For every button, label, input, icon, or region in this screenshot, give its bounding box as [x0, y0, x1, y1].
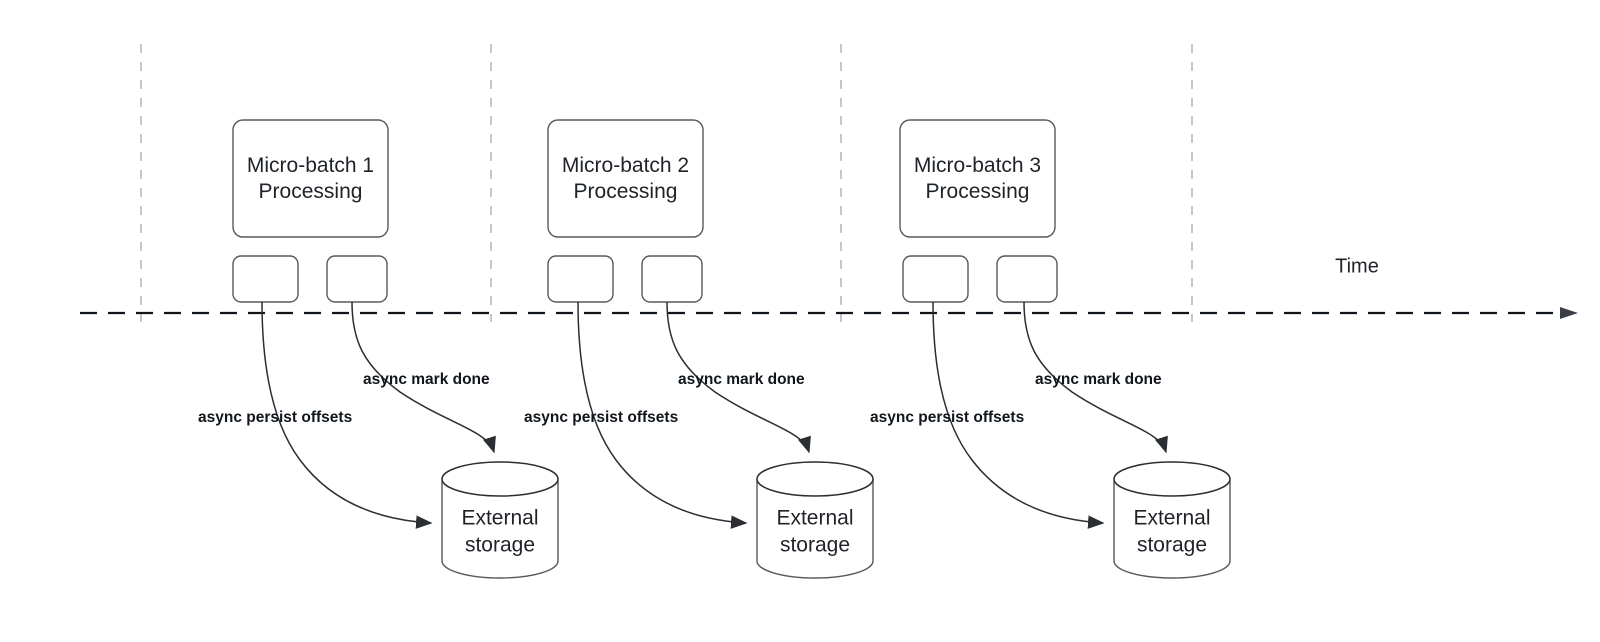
micro-batch-node-2[interactable]: Micro-batch 2 Processing [547, 119, 704, 238]
task-box-2b[interactable] [641, 255, 703, 303]
micro-batch-label-line1-2: Micro-batch 2 [562, 154, 689, 177]
external-storage-node-2[interactable]: External storage [756, 461, 874, 579]
storage-cylinder-body-2 [756, 478, 874, 579]
time-axis-label: Time [1335, 255, 1379, 277]
async-persist-offsets-edge-2 [577, 301, 748, 529]
micro-batch-node-1[interactable]: Micro-batch 1 Processing [232, 119, 389, 238]
task-box-3a[interactable] [902, 255, 969, 303]
time-axis [80, 307, 1578, 319]
async-persist-offsets-edge-1 [261, 301, 433, 529]
storage-label-line1-1: External [461, 507, 538, 530]
async-persist-offsets-label-1: async persist offsets [198, 409, 352, 426]
micro-batch-node-3[interactable]: Micro-batch 3 Processing [899, 119, 1056, 238]
storage-cylinder-body-3 [1113, 478, 1231, 579]
async-mark-done-label-3: async mark done [1035, 371, 1162, 388]
async-mark-done-edge-2 [666, 301, 811, 454]
storage-label-line1-2: External [776, 507, 853, 530]
storage-label-line2-1: storage [465, 534, 535, 557]
async-mark-done-edge-3 [1023, 301, 1168, 454]
micro-batch-label-line1-3: Micro-batch 3 [914, 154, 1041, 177]
micro-batch-label-line2-3: Processing [926, 180, 1030, 203]
micro-batch-box-2[interactable] [547, 119, 704, 238]
async-mark-done-label-1: async mark done [363, 371, 490, 388]
async-persist-offsets-edge-3 [932, 301, 1105, 529]
external-storage-node-3[interactable]: External storage [1113, 461, 1231, 579]
storage-label-line1-3: External [1133, 507, 1210, 530]
task-box-2a[interactable] [547, 255, 614, 303]
external-storage-node-1[interactable]: External storage [441, 461, 559, 579]
task-box-1b[interactable] [326, 255, 388, 303]
async-mark-done-edge-1 [351, 301, 496, 454]
storage-cylinder-top-3 [1113, 461, 1231, 497]
time-axis-arrow-icon [1560, 307, 1578, 319]
storage-label-line2-2: storage [780, 534, 850, 557]
micro-batch-box-3[interactable] [899, 119, 1056, 238]
storage-cylinder-body-1 [441, 478, 559, 579]
storage-cylinder-top-2 [756, 461, 874, 497]
micro-batch-box-1[interactable] [232, 119, 389, 238]
micro-batch-label-line2-1: Processing [259, 180, 363, 203]
task-box-3b[interactable] [996, 255, 1058, 303]
task-box-1a[interactable] [232, 255, 299, 303]
async-mark-done-label-2: async mark done [678, 371, 805, 388]
storage-label-line2-3: storage [1137, 534, 1207, 557]
async-persist-offsets-label-2: async persist offsets [524, 409, 678, 426]
micro-batch-label-line1-1: Micro-batch 1 [247, 154, 374, 177]
async-persist-offsets-label-3: async persist offsets [870, 409, 1024, 426]
micro-batch-label-line2-2: Processing [574, 180, 678, 203]
storage-cylinder-top-1 [441, 461, 559, 497]
